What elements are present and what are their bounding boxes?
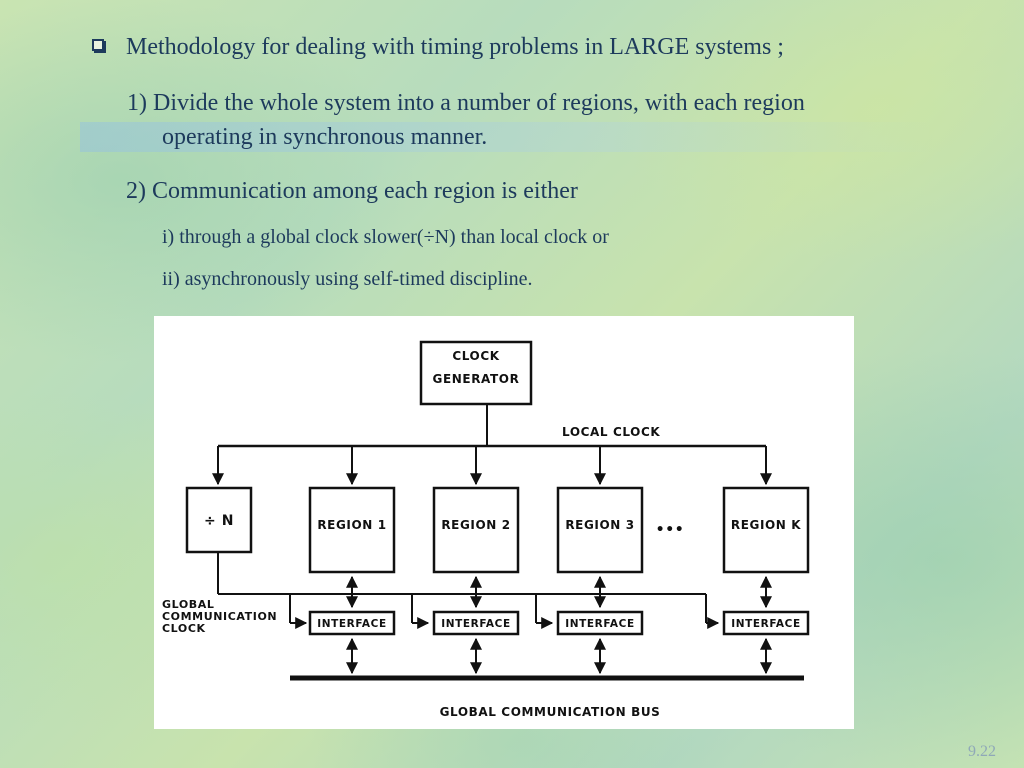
- interface-1-label: INTERFACE: [317, 618, 387, 630]
- interface-k-label: INTERFACE: [731, 618, 801, 630]
- global-clock-label-2: COMMUNICATION: [162, 610, 277, 623]
- timing-diagram: CLOCK GENERATOR LOCAL CLOCK ÷ N REGION 1…: [154, 316, 854, 729]
- point-1-line-1: 1) Divide the whole system into a number…: [127, 90, 805, 116]
- region-k-label: REGION K: [731, 518, 801, 532]
- region-k-box: [722, 486, 810, 574]
- region-3-box: [556, 486, 644, 574]
- bullet-icon: [92, 39, 104, 51]
- region-2-box: [432, 486, 520, 574]
- global-clock-label-3: CLOCK: [162, 622, 206, 635]
- clock-generator-label-1: CLOCK: [452, 349, 499, 363]
- slide-heading: Methodology for dealing with timing prob…: [126, 34, 784, 60]
- page-number: 9.22: [968, 743, 996, 760]
- highlight-band: [80, 122, 935, 152]
- point-2: 2) Communication among each region is ei…: [126, 178, 578, 204]
- sub-point-ii: ii) asynchronously using self-timed disc…: [162, 268, 533, 290]
- local-clock-label: LOCAL CLOCK: [562, 425, 660, 439]
- region-1-label: REGION 1: [317, 518, 386, 532]
- ellipsis-label: •••: [656, 522, 685, 538]
- region-1-box: [308, 486, 396, 574]
- global-bus-label: GLOBAL COMMUNICATION BUS: [440, 705, 661, 719]
- diagram-svg: CLOCK GENERATOR LOCAL CLOCK ÷ N REGION 1…: [162, 340, 810, 719]
- clock-generator-box: [419, 340, 533, 406]
- interface-2-box: [432, 610, 520, 636]
- interface-2-label: INTERFACE: [441, 618, 511, 630]
- clock-generator-label-2: GENERATOR: [433, 372, 520, 386]
- global-clock-label-1: GLOBAL: [162, 598, 215, 611]
- interface-1-box: [308, 610, 396, 636]
- divider-label: ÷ N: [204, 513, 234, 529]
- interface-k-box: [722, 610, 810, 636]
- interface-3-label: INTERFACE: [565, 618, 635, 630]
- region-3-label: REGION 3: [565, 518, 634, 532]
- interface-3-box: [556, 610, 644, 636]
- region-2-label: REGION 2: [441, 518, 510, 532]
- sub-point-i: i) through a global clock slower(÷N) tha…: [162, 226, 609, 248]
- point-1-line-2: operating in synchronous manner.: [162, 124, 488, 150]
